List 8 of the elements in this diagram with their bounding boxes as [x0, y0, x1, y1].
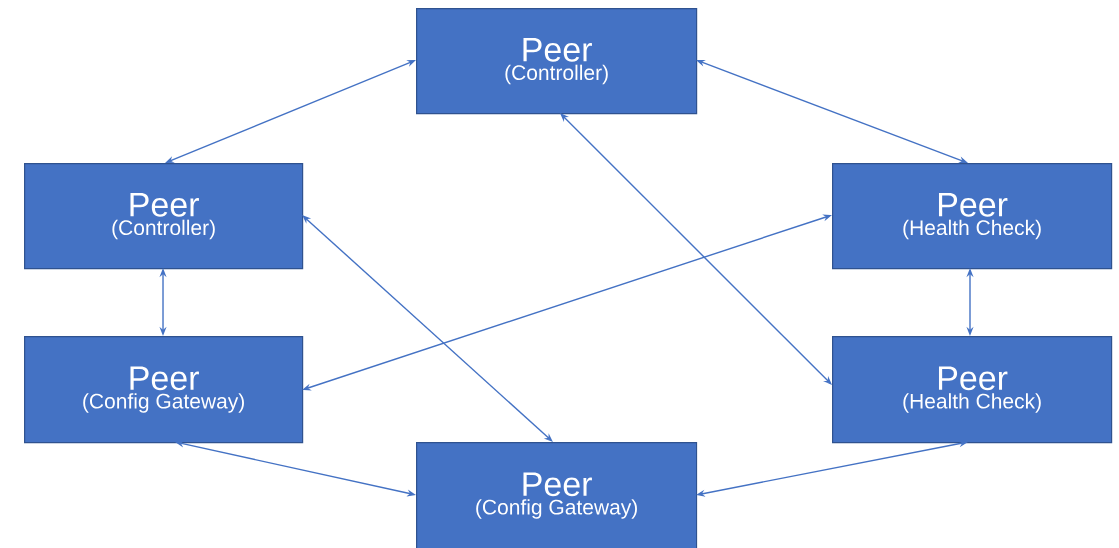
peer-box: Peer (Controller) [24, 163, 304, 270]
arrow [302, 215, 553, 442]
arrow [560, 113, 832, 385]
peer-box: Peer (Config Gateway) [416, 442, 698, 548]
peer-box: Peer (Health Check) [832, 163, 1113, 270]
peer-box: Peer (Config Gateway) [24, 336, 304, 444]
peer-box: Peer (Health Check) [832, 336, 1113, 444]
peer-box: Peer (Controller) [416, 8, 698, 115]
